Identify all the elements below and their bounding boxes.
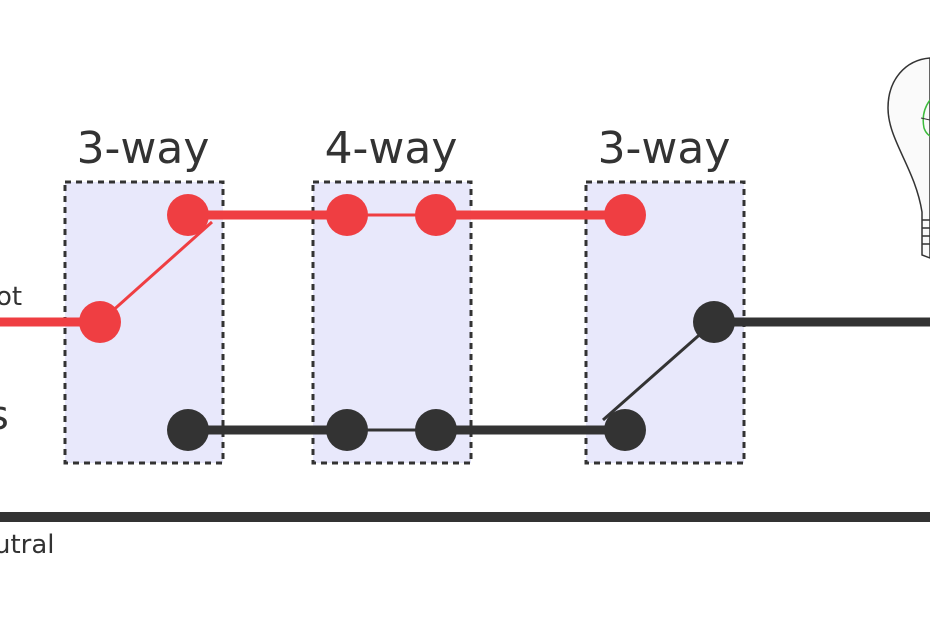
- terminal-3way-left-bottom: [167, 409, 209, 451]
- switch-label-3way-left: 3-way: [77, 123, 210, 174]
- hot-wire-label: ot: [0, 282, 22, 312]
- traveler-wire-label: s: [0, 393, 9, 439]
- dark-switch-lever-right: [602, 320, 715, 422]
- switch-label-3way-right: 3-way: [598, 123, 731, 174]
- terminal-3way-right-top: [604, 194, 646, 236]
- terminal-4way-top-left: [326, 194, 368, 236]
- terminal-4way-bottom-right: [415, 409, 457, 451]
- light-bulb-icon: [887, 57, 930, 259]
- terminal-3way-left-top: [167, 194, 209, 236]
- terminal-4way-top-right: [415, 194, 457, 236]
- hot-switch-lever-left: [99, 220, 213, 324]
- terminal-4way-bottom-left: [326, 409, 368, 451]
- terminal-3way-right-bottom: [604, 409, 646, 451]
- neutral-wire-label: utral: [0, 530, 55, 560]
- terminal-3way-right-common: [693, 301, 735, 343]
- terminal-3way-left-common: [79, 301, 121, 343]
- switch-label-4way: 4-way: [325, 123, 458, 174]
